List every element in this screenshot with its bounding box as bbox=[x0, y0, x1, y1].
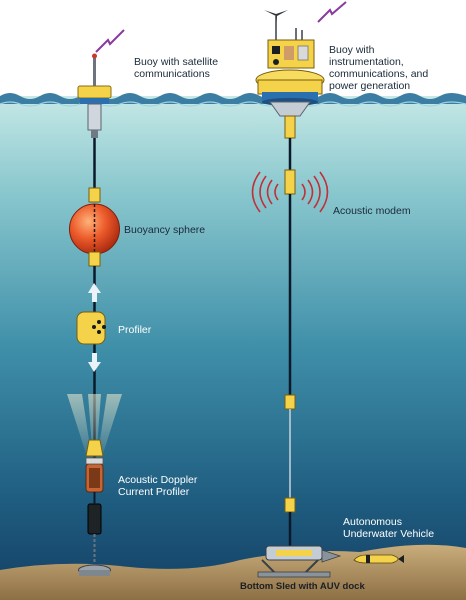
label-profiler: Profiler bbox=[118, 324, 152, 336]
label-acoustic-modem: Acoustic modem bbox=[333, 205, 411, 217]
wind-turbine-icon bbox=[264, 10, 288, 28]
auv bbox=[353, 554, 404, 564]
label-buoy-satellite: Buoy with satellite communications bbox=[134, 56, 219, 80]
satellite-signal-icon bbox=[95, 29, 125, 53]
profiler-up-arrow-icon bbox=[88, 283, 101, 302]
profiler-down-arrow-icon bbox=[88, 353, 101, 372]
left-buoy bbox=[77, 85, 112, 99]
profiler bbox=[76, 311, 106, 345]
bottom-sled bbox=[257, 545, 342, 578]
label-buoyancy-sphere: Buoyancy sphere bbox=[124, 224, 206, 236]
acoustic-modem bbox=[284, 169, 296, 195]
label-adcp: Acoustic Doppler Current Profiler bbox=[118, 474, 198, 498]
ocean-surface-waves bbox=[0, 93, 466, 104]
right-signal-icon bbox=[317, 1, 347, 23]
ocean-water bbox=[0, 96, 466, 600]
label-buoy-instrumentation: Buoy with instrumentation, communication… bbox=[329, 44, 429, 92]
sky bbox=[0, 0, 466, 100]
label-bottom-sled: Bottom Sled with AUV dock bbox=[240, 581, 365, 592]
label-auv: Autonomous Underwater Vehicle bbox=[343, 516, 435, 540]
acoustic-modem-rings-icon bbox=[251, 171, 329, 213]
seabed bbox=[0, 544, 466, 600]
left-antenna bbox=[93, 56, 96, 86]
